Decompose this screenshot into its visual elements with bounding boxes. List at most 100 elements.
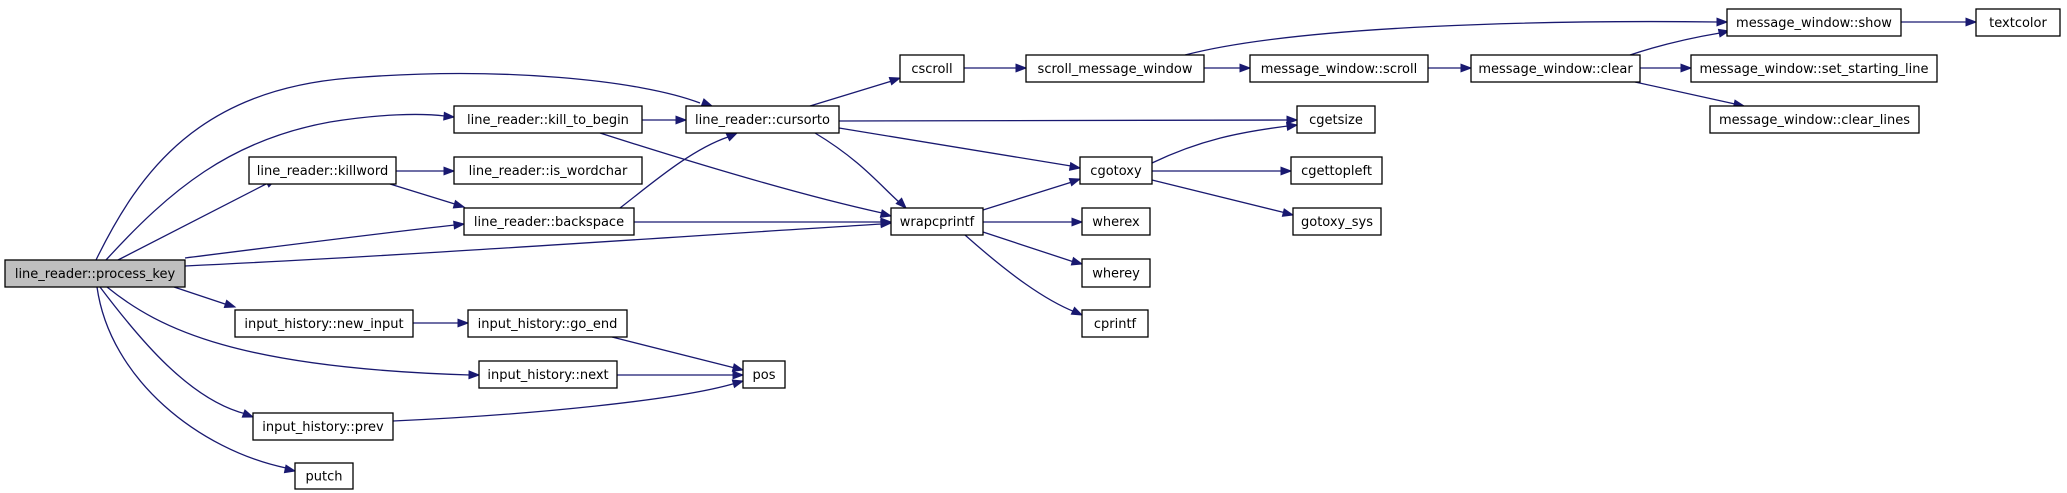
arrowhead [1070, 306, 1084, 316]
node-label: input_history::next [487, 368, 608, 383]
node-box[interactable] [1292, 207, 1382, 236]
arrowhead [731, 379, 745, 389]
node-pos[interactable]: pos [742, 360, 786, 389]
arrowhead [675, 115, 688, 125]
node-is-wordchar[interactable]: line_reader::is_wordchar [453, 156, 643, 185]
edge-wrapcprintf-to-wherey [982, 231, 1084, 266]
node-box[interactable] [252, 412, 394, 441]
node-box[interactable] [1709, 105, 1920, 134]
node-box[interactable] [453, 105, 643, 134]
arrowhead [1070, 256, 1084, 266]
node-box[interactable] [1290, 156, 1383, 185]
arrowhead [1015, 63, 1028, 73]
node-process-key[interactable]: line_reader::process_key [4, 259, 186, 288]
arrowhead [880, 217, 893, 227]
node-box[interactable] [467, 309, 628, 338]
node-box[interactable] [1296, 105, 1376, 134]
edge-process_key-to-kill_to_begin [105, 111, 456, 261]
edge-mw_scroll-to-mw_clear [1428, 63, 1473, 73]
node-box[interactable] [685, 105, 840, 134]
node-new-input[interactable]: input_history::new_input [234, 309, 414, 338]
edge-process_key-to-killword [117, 178, 278, 261]
node-textcolor[interactable]: textcolor [1975, 8, 2061, 37]
node-box[interactable] [1081, 258, 1151, 288]
node-cgotoxy[interactable]: cgotoxy [1079, 156, 1153, 185]
node-label: input_history::go_end [478, 317, 618, 332]
node-go-end[interactable]: input_history::go_end [467, 309, 628, 338]
node-cgetsize[interactable]: cgetsize [1296, 105, 1376, 134]
edge-cursorto-to-wrapcprintf [814, 132, 907, 209]
node-box[interactable] [294, 462, 354, 490]
arrowhead [452, 199, 466, 209]
node-prev[interactable]: input_history::prev [252, 412, 394, 441]
arrowhead [1285, 121, 1299, 131]
edge-mw_clear-to-mw_clear_lines [1634, 81, 1746, 109]
node-label: gotoxy_sys [1301, 215, 1373, 230]
node-box[interactable] [4, 259, 186, 288]
node-putch[interactable]: putch [294, 462, 354, 490]
node-box[interactable] [453, 156, 643, 185]
node-box[interactable] [1081, 207, 1151, 236]
node-scroll-message-window[interactable]: scroll_message_window [1025, 54, 1205, 83]
node-gotoxy-sys[interactable]: gotoxy_sys [1292, 207, 1382, 236]
node-label: line_reader::is_wordchar [469, 164, 628, 179]
node-box[interactable] [1249, 54, 1429, 83]
edge-scroll_message_window-to-mw_scroll [1204, 63, 1252, 73]
edge-mw_show-to-textcolor [1901, 17, 1978, 27]
arrowhead [443, 166, 456, 176]
node-box[interactable] [890, 207, 984, 236]
node-label: message_window::scroll [1261, 62, 1417, 77]
node-mw-set-starting-line[interactable]: message_window::set_starting_line [1690, 54, 1938, 83]
node-cprintf[interactable]: cprintf [1081, 309, 1149, 338]
node-label: line_reader::cursorto [695, 113, 830, 128]
node-box[interactable] [1690, 54, 1938, 83]
node-box[interactable] [1079, 156, 1153, 185]
edge-process_key-to-putch [96, 286, 297, 474]
node-cscroll[interactable]: cscroll [899, 54, 965, 83]
node-box[interactable] [1975, 8, 2061, 37]
node-label: cgettopleft [1301, 164, 1372, 179]
edge-prev-to-pos [392, 379, 745, 422]
node-wherey[interactable]: wherey [1081, 258, 1151, 288]
node-cgettopleft[interactable]: cgettopleft [1290, 156, 1383, 185]
node-box[interactable] [742, 360, 786, 389]
node-box[interactable] [478, 360, 618, 389]
node-killword[interactable]: line_reader::killword [248, 156, 397, 185]
edge-kill_to_begin-to-wrapcprintf [599, 132, 893, 218]
arrowhead [453, 220, 466, 230]
node-box[interactable] [1025, 54, 1205, 83]
node-cursorto[interactable]: line_reader::cursorto [685, 105, 840, 134]
edge-wrapcprintf-to-wherex [983, 217, 1084, 227]
node-box[interactable] [248, 156, 397, 185]
arrowhead [1460, 63, 1473, 73]
node-box[interactable] [1081, 309, 1149, 338]
node-label: message_window::show [1736, 16, 1892, 31]
node-mw-show[interactable]: message_window::show [1726, 8, 1902, 37]
node-box[interactable] [463, 207, 635, 236]
node-mw-clear-lines[interactable]: message_window::clear_lines [1709, 105, 1920, 134]
arrowhead [1281, 208, 1295, 217]
node-box[interactable] [899, 54, 965, 83]
edge-cgotoxy-to-cgetsize [1151, 121, 1299, 164]
edge-cgotoxy-to-gotoxy_sys [1151, 179, 1295, 217]
edge-cgotoxy-to-cgettopleft [1152, 166, 1293, 176]
arrowhead [1286, 115, 1299, 125]
node-box[interactable] [1470, 54, 1641, 83]
node-label: scroll_message_window [1038, 62, 1193, 77]
node-backspace[interactable]: line_reader::backspace [463, 207, 635, 236]
node-box[interactable] [1726, 8, 1902, 37]
node-mw-scroll[interactable]: message_window::scroll [1249, 54, 1429, 83]
node-label: putch [306, 470, 343, 485]
node-mw-clear[interactable]: message_window::clear [1470, 54, 1641, 83]
arrowhead [731, 363, 745, 372]
node-next[interactable]: input_history::next [478, 360, 618, 389]
node-box[interactable] [234, 309, 414, 338]
edge-next-to-pos [617, 370, 745, 380]
node-label: line_reader::killword [257, 164, 388, 179]
node-label: line_reader::backspace [474, 215, 624, 230]
node-wrapcprintf[interactable]: wrapcprintf [890, 207, 984, 236]
node-kill-to-begin[interactable]: line_reader::kill_to_begin [453, 105, 643, 134]
node-wherex[interactable]: wherex [1081, 207, 1151, 236]
edge-cursorto-to-cgotoxy [838, 127, 1082, 171]
